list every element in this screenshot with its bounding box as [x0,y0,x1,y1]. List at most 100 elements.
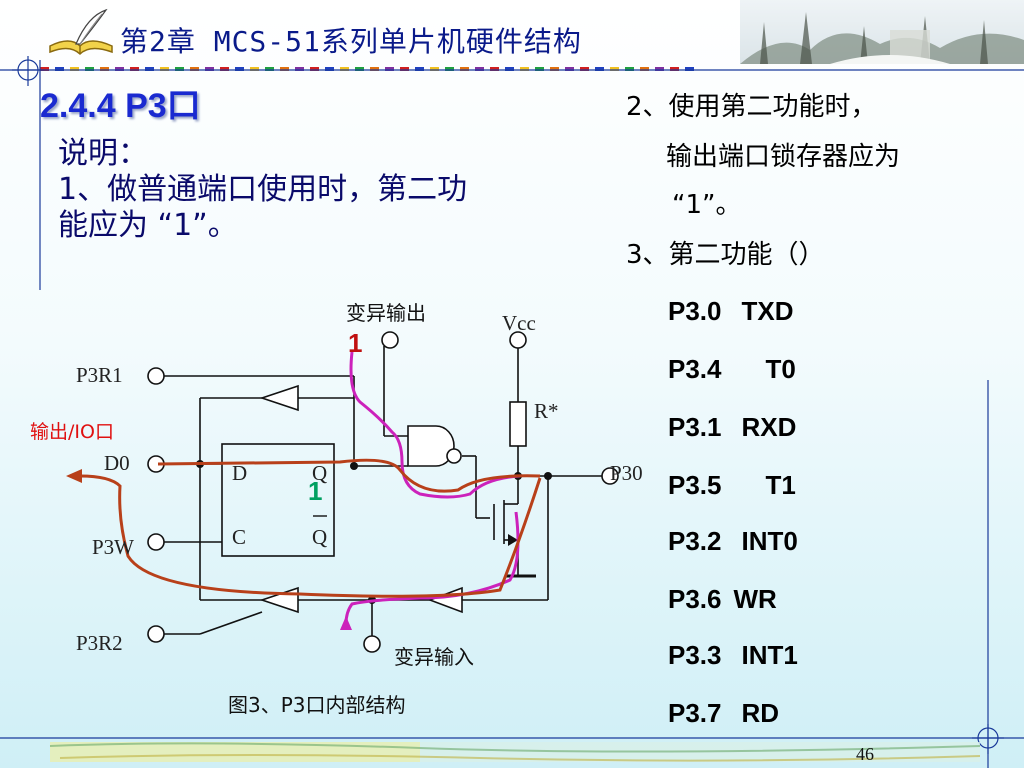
notes-line-2: 能应为 “1”。 [58,208,238,243]
dash-segment [490,67,499,71]
notes-heading: 说明： [58,136,148,171]
dash-segment [70,67,79,71]
dash-segment [160,67,169,71]
fet-arrow-icon [508,534,518,546]
dash-segment [520,67,529,71]
io-port-label: 输出/IO口 [30,421,114,443]
dash-segment [325,67,334,71]
dash-segment [415,67,424,71]
dash-segment [400,67,409,71]
io-input-arrow-icon [66,469,82,483]
latch-box [221,443,335,557]
dash-segment [190,67,199,71]
dash-segment [130,67,139,71]
right-note-line-1: 2、使用第二功能时， [626,92,877,122]
chapter-title: 第2章 MCS-51系列单片机硬件结构 [120,25,582,58]
dash-segment [550,67,559,71]
p3r1-label: P3R1 [76,363,123,387]
d0-label: D0 [104,451,130,475]
dash-segment [55,67,64,71]
dash-segment [100,67,109,71]
right-note-line-2: 输出端口锁存器应为 [666,142,901,172]
alt-output-path [349,351,521,499]
dash-segment [295,67,304,71]
dash-segment [655,67,664,71]
dash-segment [220,67,229,71]
dash-segment [205,67,214,71]
dash-segment [580,67,589,71]
read-buffer-icon [259,586,299,614]
dash-segment [340,67,349,71]
dash-segment [280,67,289,71]
section-title: 2.4.4 P3口 [40,87,201,125]
input-buffer-icon [427,586,463,614]
book-quill-logo-icon [40,8,120,58]
alt-input-arrow-icon [340,616,352,630]
dash-segment [40,67,49,71]
p3r2-label: P3R2 [76,631,123,655]
dash-segment [460,67,469,71]
io-input-path [79,474,542,598]
right-note-line-3: “1”。 [672,190,742,220]
dash-segment [250,67,259,71]
winter-scene-photo [740,0,1024,64]
dash-segment [610,67,619,71]
dash-segment [235,67,244,71]
figure-caption: 图3、P3口内部结构 [228,693,406,717]
latch-q-label: Q [312,461,327,485]
dash-segment [595,67,604,71]
dash-segment [175,67,184,71]
dash-segment [265,67,274,71]
alt-input-path [344,511,520,625]
dash-segment [670,67,679,71]
page-number: 46 [856,744,874,764]
dash-segment [685,67,694,71]
read-buffer-icon [259,384,299,412]
bottom-decor-strip [49,742,981,762]
dash-segment [115,67,124,71]
dash-segment [85,67,94,71]
dash-segment [625,67,634,71]
alt-output-one-label: 1 [348,328,362,358]
dash-segment [565,67,574,71]
vcc-label: Vcc [502,311,536,335]
dash-segment [505,67,514,71]
dash-segment [445,67,454,71]
latch-q-one-label: 1 [308,476,322,506]
dash-segment [145,67,154,71]
dash-segment [370,67,379,71]
nand-gate-icon [407,425,455,467]
dash-segment [640,67,649,71]
slide-frame-lines [0,60,1024,768]
terminal-circles [147,331,619,653]
alt-input-label: 变异输入 [394,645,474,669]
dash-segment [430,67,439,71]
latch-qbar-label: Q [312,525,327,549]
junction-dots [196,460,552,604]
alt-output-label: 变异输出 [346,301,426,325]
dash-segment [535,67,544,71]
dash-segment [355,67,364,71]
circuit-wires [164,346,602,636]
resistor-r-icon [509,401,527,447]
crosshair-icon [12,56,44,86]
latch-d-label: D [232,461,247,485]
dash-segment [475,67,484,71]
p30-label: P30 [610,461,643,485]
right-note-line-4: 3、第二功能（） [626,240,825,270]
io-output-path [157,458,541,493]
dash-segment [385,67,394,71]
latch-c-label: C [232,525,246,549]
header-dash-divider [40,58,700,71]
dash-segment [310,67,319,71]
notes-line-1: 1、做普通端口使用时，第二功 [58,172,468,207]
